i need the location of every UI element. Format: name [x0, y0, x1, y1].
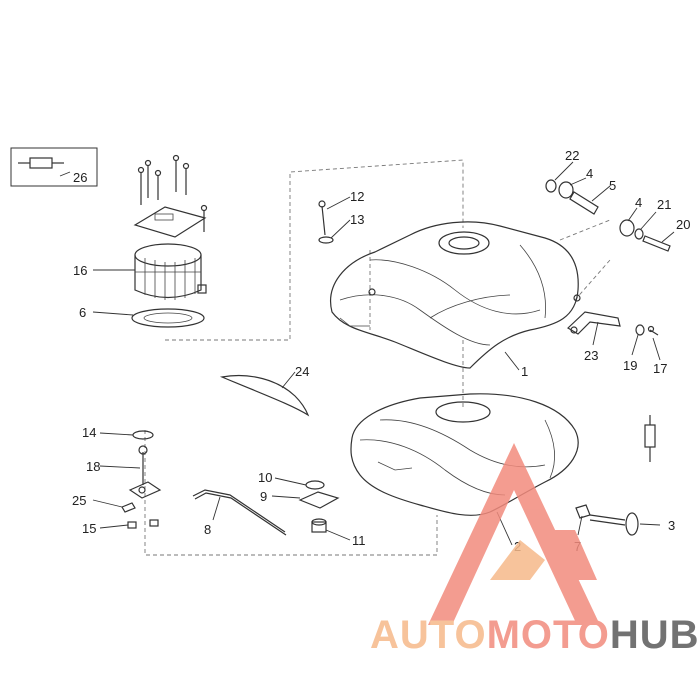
fuel-pump-assembly: [131, 154, 208, 328]
nut-15a: [127, 521, 137, 529]
callout-26: 26: [73, 170, 87, 185]
watermark-logo: AUTOMOTOHUB: [370, 443, 700, 657]
callout-5: 5: [609, 178, 616, 193]
callout-24: 24: [295, 364, 309, 379]
bushing-4b: [619, 219, 635, 237]
bracket-group: [545, 179, 671, 252]
fuel-sender-assembly: [121, 430, 162, 529]
callout-numbers: 1 2 3 4 4 5 6 7 8 9 10 11 12 13 14 15 16…: [72, 148, 690, 554]
watermark-part-auto: AUTO: [370, 613, 487, 657]
nut-22: [545, 179, 557, 193]
callout-3: 3: [668, 518, 675, 533]
callout-1: 1: [521, 364, 528, 379]
breather-tube-8: [192, 489, 286, 533]
dashed-reference-lines: [144, 159, 611, 556]
bushing-4a: [558, 181, 574, 199]
inset-box-part-26: [10, 147, 98, 187]
screw-17: [649, 329, 659, 336]
callout-22: 22: [565, 148, 579, 163]
pump-gasket: [131, 308, 205, 328]
nut-15b: [149, 519, 159, 527]
inline-filter-icon: [29, 157, 53, 169]
nut-7: [575, 504, 591, 519]
svg-text:AUTOMOTOHUB: AUTOMOTOHUB: [370, 613, 700, 657]
o-ring-14: [132, 430, 154, 440]
washer-19: [635, 324, 645, 336]
callout-23: 23: [584, 348, 598, 363]
callout-9: 9: [260, 489, 267, 504]
watermark-triangle-icon: [428, 443, 600, 625]
pump-bolts: [137, 154, 208, 232]
bolt-group-3: [575, 504, 639, 536]
washer-21: [634, 228, 644, 240]
callout-6: 6: [79, 305, 86, 320]
bolt-20: [642, 235, 671, 252]
callout-18: 18: [86, 459, 100, 474]
watermark-part-moto: MOTO: [487, 613, 610, 657]
lower-fuel-tank: [350, 393, 579, 516]
bolt-group-12-13: [318, 200, 334, 244]
mounting-plate-group: [298, 480, 340, 533]
callout-21: 21: [657, 197, 671, 212]
callout-8: 8: [204, 522, 211, 537]
callout-4b: 4: [635, 195, 642, 210]
callout-20: 20: [676, 217, 690, 232]
callout-10: 10: [258, 470, 272, 485]
callout-13: 13: [350, 212, 364, 227]
clip-25: [121, 502, 136, 513]
upper-fuel-tank: [330, 221, 581, 369]
bracket-group-23: [567, 311, 659, 336]
inline-filter-right: [644, 415, 656, 462]
washer-10: [305, 480, 325, 490]
callout-4a: 4: [586, 166, 593, 181]
callout-14: 14: [82, 425, 96, 440]
callout-15: 15: [82, 521, 96, 536]
filter-body-icon: [644, 424, 656, 448]
spacer-5: [569, 191, 599, 215]
callout-12: 12: [350, 189, 364, 204]
tank-pad-24: [219, 374, 310, 417]
callout-19: 19: [623, 358, 637, 373]
callout-25: 25: [72, 493, 86, 508]
callout-17: 17: [653, 361, 667, 376]
callout-16: 16: [73, 263, 87, 278]
grommet-11: [311, 521, 327, 533]
watermark-part-hub: HUB: [610, 613, 700, 657]
plate-9: [298, 491, 340, 509]
callout-11: 11: [352, 533, 366, 548]
